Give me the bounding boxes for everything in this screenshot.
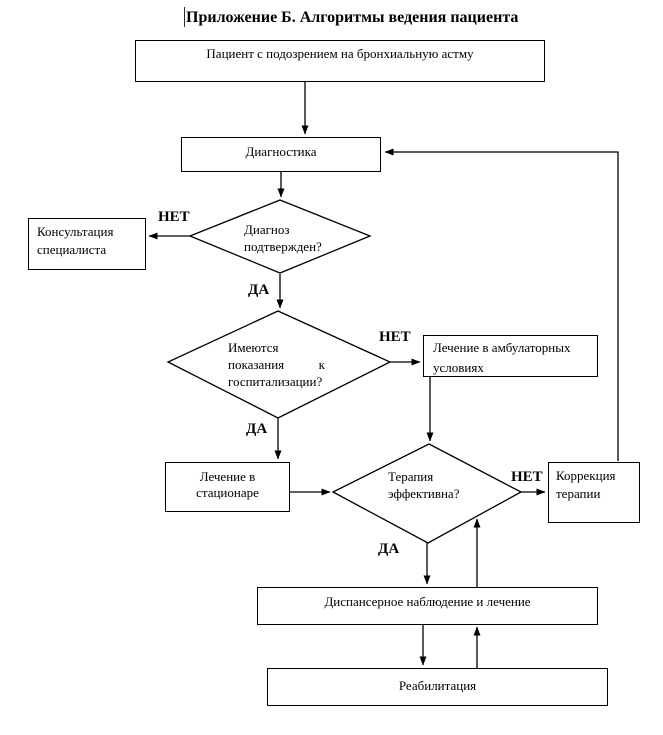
node-rehabilitation: Реабилитация	[267, 668, 608, 706]
node-outpatient-treatment: Лечение в амбулаторных условиях	[423, 335, 598, 377]
label-hospitalization-yes: ДА	[246, 421, 268, 437]
decision-text-therapy: Терапия эффективна?	[388, 469, 460, 502]
node-consultation: Консультация специалиста	[28, 218, 146, 270]
node-dispensary-observation: Диспансерное наблюдение и лечение	[257, 587, 598, 625]
text-cursor	[184, 7, 185, 27]
label-hospitalization-no: НЕТ	[379, 329, 411, 345]
page-title: Приложение Б. Алгоритмы ведения пациента	[186, 9, 519, 26]
node-therapy-correction: Коррекция терапии	[548, 462, 640, 523]
decision-diamond-diagnosis	[188, 199, 372, 274]
node-diagnostics: Диагностика	[181, 137, 381, 172]
label-diagnosis-yes: ДА	[248, 282, 270, 298]
label-therapy-yes: ДА	[378, 541, 400, 557]
decision-text-diagnosis: Диагноз подтвержден?	[244, 222, 322, 255]
node-inpatient-treatment: Лечение в стационаре	[165, 462, 290, 512]
label-diagnosis-no: НЕТ	[158, 209, 190, 225]
decision-text-hospitalization: Имеются показания к госпитализации?	[228, 340, 325, 390]
decision-diamond-therapy	[331, 443, 523, 544]
arrow-correction-to-diagnostics	[384, 148, 619, 461]
node-patient: Пациент с подозрением на бронхиальную ас…	[135, 40, 545, 82]
label-therapy-no: НЕТ	[511, 469, 543, 485]
